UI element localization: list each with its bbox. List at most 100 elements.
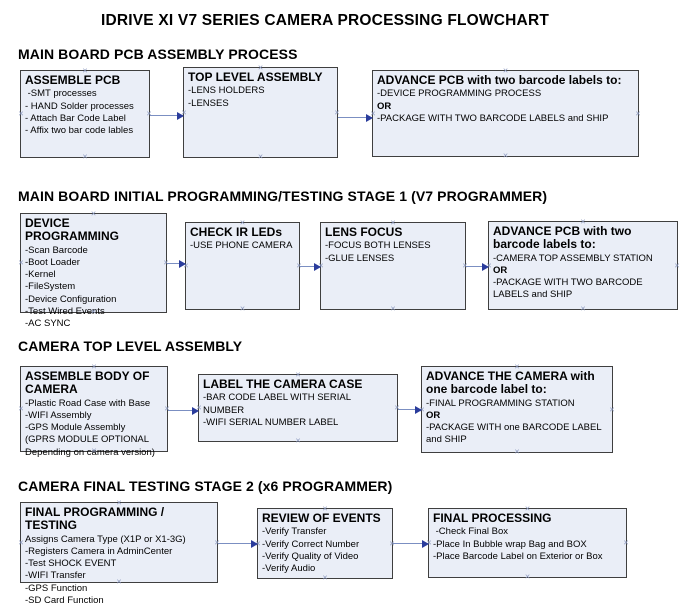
box-line: -GPS Module Assembly <box>25 422 126 434</box>
connection-point-icon: × <box>18 403 24 414</box>
connection-point-icon: × <box>164 403 170 414</box>
box-line: -PACKAGE WITH one BARCODE LABEL and SHIP <box>426 422 604 446</box>
flow-arrow-icon <box>300 263 321 271</box>
box-line: -Verify Correct Number <box>262 538 360 550</box>
connection-point-icon: × <box>674 260 680 270</box>
box-line: -AC SYNC <box>25 317 71 329</box>
connection-point-icon: × <box>514 446 520 457</box>
flow-arrow-icon <box>393 540 429 548</box>
connection-point-icon: × <box>623 537 629 548</box>
box-title: REVIEW OF EVENTS <box>262 511 381 525</box>
box-line: -DEVICE PROGRAMMING PROCESS <box>377 88 542 100</box>
box-line: -Device Configuration <box>25 293 117 305</box>
flow-box-review-of-events: REVIEW OF EVENTS -Verify Transfer -Verif… <box>255 504 394 582</box>
flow-arrow-icon <box>466 263 489 271</box>
connection-point-icon: × <box>239 303 246 314</box>
connection-point-icon: × <box>390 303 396 314</box>
box-line: -GPS Function <box>25 582 88 594</box>
box-line: -FileSystem <box>25 281 76 293</box>
box-line: - Affix two bar code lables <box>25 124 134 136</box>
connection-point-icon: × <box>524 571 531 582</box>
flow-box-assemble-pcb: ASSEMBLE PCB -SMT processes - HAND Solde… <box>18 66 152 161</box>
box-line: -Verify Transfer <box>262 526 327 538</box>
box-line: -Plastic Road Case with Base <box>25 397 151 409</box>
flow-box-final-processing: FINAL PROCESSING -Check Final Box -Place… <box>426 504 629 581</box>
flow-box-advance-camera: ADVANCE THE CAMERA with one barcode labe… <box>419 362 614 456</box>
box-line: -CAMERA TOP ASSEMBLY STATION <box>493 252 653 264</box>
page-title: IDRIVE XI V7 SERIES CAMERA PROCESSING FL… <box>100 12 550 29</box>
flow-arrow-icon <box>167 260 186 268</box>
flow-box-check-ir-leds: CHECK IR LEDs -USE PHONE CAMERA ×××× <box>183 218 301 313</box>
box-line: -USE PHONE CAMERA <box>190 240 293 252</box>
box-line: -Test SHOCK EVENT <box>25 558 117 570</box>
box-title: TOP LEVEL ASSEMBLY <box>188 70 323 84</box>
flow-box-device-programming: DEVICE PROGRAMMING -Scan Barcode -Boot L… <box>18 209 168 329</box>
box-title: ADVANCE THE CAMERA with one barcode labe… <box>426 369 595 397</box>
connection-point-icon: × <box>18 257 24 268</box>
box-line: -Verify Audio <box>262 562 316 574</box>
box-line: -LENS HOLDERS <box>188 85 265 97</box>
flow-box-top-level-assembly: TOP LEVEL ASSEMBLY -LENS HOLDERS -LENSES… <box>181 63 339 161</box>
section-heading-final-testing: CAMERA FINAL TESTING STAGE 2 (x6 PROGRAM… <box>18 478 393 494</box>
flow-box-advance-pcb-2: ADVANCE PCB with two barcode labels to: … <box>486 217 680 313</box>
box-title: ASSEMBLE BODY OF CAMERA <box>25 369 150 397</box>
connection-point-icon: × <box>502 150 509 161</box>
box-line: -Place In Bubble wrap Bag and BOX <box>433 538 587 550</box>
box-line: -Check Final Box <box>433 526 508 538</box>
box-line: -Registers Camera in AdminCenter <box>25 546 173 558</box>
box-title: DEVICE PROGRAMMING <box>25 216 119 244</box>
section-heading-initial-programming: MAIN BOARD INITIAL PROGRAMMING/TESTING S… <box>18 188 548 204</box>
connection-point-icon: × <box>580 303 586 314</box>
connection-point-icon: × <box>18 537 24 547</box>
box-line: - Attach Bar Code Label <box>25 112 126 124</box>
connection-point-icon: × <box>18 108 24 119</box>
box-title: ADVANCE PCB with two barcode labels to: <box>377 73 622 87</box>
box-line: -Place Barcode Label on Exterior or Box <box>433 550 603 562</box>
box-line: -PACKAGE WITH TWO BARCODE LABELS and SHI… <box>493 277 646 301</box>
box-line-or: OR <box>493 265 508 277</box>
flow-arrow-icon <box>338 114 373 122</box>
box-line: -FOCUS BOTH LENSES <box>325 240 431 252</box>
flow-box-label-camera-case: LABEL THE CAMERA CASE -BAR CODE LABEL WI… <box>196 370 400 445</box>
connection-point-icon: × <box>82 151 88 162</box>
flow-box-assemble-body: ASSEMBLE BODY OF CAMERA -Plastic Road Ca… <box>18 362 170 458</box>
section-heading-pcb-assembly: MAIN BOARD PCB ASSEMBLY PROCESS <box>18 46 298 62</box>
box-line: Assigns Camera Type (X1P or X1-3G) <box>25 533 186 545</box>
box-line: -Boot Loader <box>25 257 80 269</box>
section-heading-camera-top-assembly: CAMERA TOP LEVEL ASSEMBLY <box>18 338 243 354</box>
box-line: -Kernel <box>25 269 56 281</box>
box-title: FINAL PROCESSING <box>433 511 552 525</box>
box-line: -PACKAGE WITH TWO BARCODE LABELS and SHI… <box>377 112 609 124</box>
flow-arrow-icon <box>168 407 199 415</box>
box-line: -Verify Quality of Video <box>262 550 359 562</box>
box-line: -Test Wired Events <box>25 305 105 317</box>
flow-box-lens-focus: LENS FOCUS -FOCUS BOTH LENSES -GLUE LENS… <box>318 218 467 313</box>
box-line: -Scan Barcode <box>25 244 88 256</box>
box-line: -LENSES <box>188 97 229 109</box>
box-line: -FINAL PROGRAMMING STATION <box>426 397 575 409</box>
flow-arrow-icon <box>398 406 422 414</box>
box-line-or: OR <box>426 410 441 422</box>
box-line: -BAR CODE LABEL WITH SERIAL NUMBER <box>203 392 354 416</box>
box-title: ASSEMBLE PCB <box>25 73 121 87</box>
flow-arrow-icon <box>150 112 184 120</box>
box-line: -SMT processes <box>25 88 97 100</box>
box-line: -SD Card Function <box>25 594 104 606</box>
flow-box-advance-pcb-1: ADVANCE PCB with two barcode labels to: … <box>370 66 641 160</box>
box-line: -WIFI Transfer <box>25 570 86 582</box>
connection-point-icon: × <box>295 435 301 446</box>
connection-point-icon: × <box>146 108 152 119</box>
box-line: -WIFI Assembly <box>25 410 92 422</box>
connection-point-icon: × <box>394 402 400 413</box>
box-title: LABEL THE CAMERA CASE <box>203 377 363 391</box>
box-title: FINAL PROGRAMMING / TESTING <box>25 505 165 533</box>
flow-arrow-icon <box>218 540 258 548</box>
box-line: (GPRS MODULE OPTIONAL <box>25 434 150 446</box>
connection-point-icon: × <box>257 151 264 162</box>
box-title: ADVANCE PCB with two barcode labels to: <box>493 224 632 252</box>
connection-point-icon: × <box>635 108 641 118</box>
box-line: Depending on camera version) <box>25 446 155 458</box>
box-line: - HAND Solder processes <box>25 100 134 112</box>
box-line-or: OR <box>377 100 392 112</box>
box-title: LENS FOCUS <box>325 225 403 239</box>
